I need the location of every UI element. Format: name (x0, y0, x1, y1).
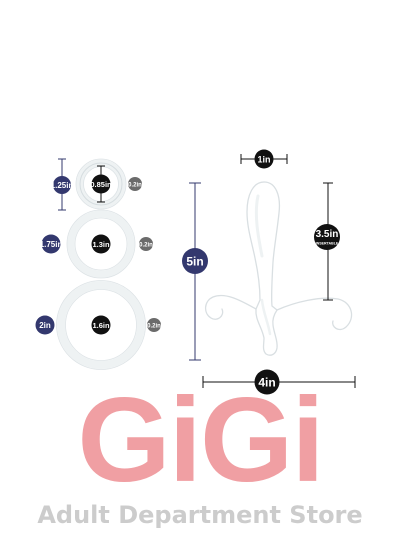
badge-massager-insertable: 3.5in INSERTABLE (314, 224, 340, 250)
badge-ring-large-inner: 1.6in (91, 315, 111, 335)
watermark-tagline: Adult Department Store (37, 501, 363, 529)
ring-large (56, 280, 146, 370)
label-ring-medium-inner: 1.3in (92, 240, 110, 249)
ring-medium (66, 209, 136, 279)
badge-ring-medium-outer: 1.75in (40, 234, 63, 254)
badge-massager-top-width: 1in (254, 149, 274, 169)
badge-ring-small-inner: 0.85in (90, 174, 112, 194)
label-massager-total-width: 4in (258, 376, 275, 390)
badge-ring-small-outer: 1.25in (51, 176, 74, 194)
label-ring-small-outer: 1.25in (51, 181, 74, 190)
label-massager-insertable-value: 3.5in (316, 229, 339, 240)
label-ring-large-inner: 1.6in (92, 321, 110, 330)
badge-ring-medium-thickness: 0.2in (139, 237, 153, 251)
badge-massager-total-height: 5in (182, 248, 208, 274)
label-massager-top-width: 1in (257, 155, 270, 165)
label-ring-medium-thickness: 0.2in (139, 243, 153, 249)
prostate-massager-outline (204, 181, 353, 356)
label-ring-large-thickness: 0.2in (147, 324, 161, 330)
label-ring-small-thickness: 0.2in (128, 183, 142, 189)
watermark-logo: GiGi (77, 373, 324, 507)
label-massager-total-height: 5in (186, 255, 203, 269)
badge-ring-small-thickness: 0.2in (128, 177, 142, 191)
badge-ring-large-outer: 2in (35, 315, 55, 335)
badge-massager-total-width: 4in (254, 369, 280, 395)
label-ring-medium-outer: 1.75in (40, 240, 63, 249)
badge-ring-large-thickness: 0.2in (147, 318, 161, 332)
label-massager-insertable-caption: INSERTABLE (316, 242, 339, 246)
badge-ring-medium-inner: 1.3in (91, 234, 111, 254)
label-ring-large-outer: 2in (39, 321, 51, 330)
label-ring-small-inner: 0.85in (90, 180, 112, 189)
